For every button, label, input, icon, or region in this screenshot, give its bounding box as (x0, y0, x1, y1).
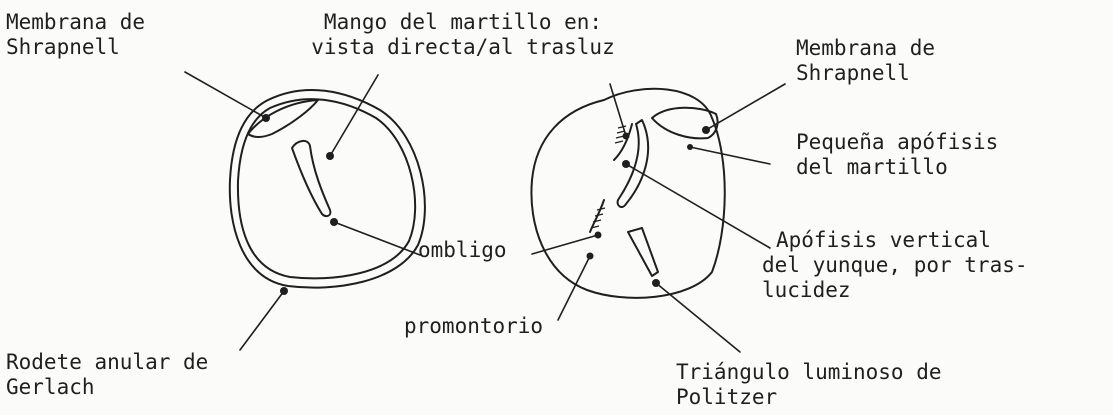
leader-ombligo-left (333, 221, 421, 256)
left-tympanic-outline-outer (228, 89, 426, 289)
leader-shrapnell-left (184, 71, 267, 119)
dot-ombligo-left (330, 218, 338, 226)
dot-mango (326, 152, 334, 160)
leader-mango-right (609, 83, 627, 137)
right-tympanic-outline (530, 87, 726, 299)
label-shrapnell-right-line1: Membrana de (796, 36, 936, 60)
label-shrapnell-right: Membrana de Shrapnell (796, 36, 935, 86)
label-rodete-line1: Rodete anular de (6, 350, 209, 374)
label-shrapnell-left-line1: Membrana de (6, 10, 146, 34)
left-malleus-handle (291, 140, 332, 218)
leader-triangulo (655, 282, 741, 353)
leader-rodete (239, 290, 285, 351)
dot-mango-right (622, 132, 630, 140)
dot-pequena (687, 144, 693, 150)
label-pequena-line2: del martillo (796, 155, 948, 179)
right-malleus-handle (616, 119, 650, 208)
label-triangulo-luminoso: Triángulo luminoso de Politzer (676, 360, 942, 410)
dot-ombligo-right (594, 231, 602, 239)
label-promontorio: promontorio (404, 314, 544, 338)
leader-promontorio (557, 255, 591, 321)
dot-triangulo (652, 279, 660, 287)
label-apofisis-line3: lucidez (762, 278, 851, 302)
label-pequena-line1: Pequeña apófisis (796, 130, 999, 154)
label-rodete-line2: Gerlach (6, 375, 95, 399)
right-shrapnell-membrane (651, 106, 719, 140)
leader-pequena (689, 146, 771, 165)
left-tympanic-outline-inner (236, 98, 417, 280)
label-mango: Mango del martillo en: vista directa/al … (258, 10, 668, 60)
label-apofisis-line1: Apófisis vertical (776, 228, 991, 252)
label-mango-line2: vista directa/al trasluz (311, 35, 615, 59)
dot-rodete (280, 287, 288, 295)
left-shrapnell-membrane (247, 99, 319, 138)
leader-ombligo-right (531, 234, 599, 255)
label-mango-line1: Mango del martillo en: (323, 10, 603, 34)
leader-shrapnell-right (705, 83, 786, 131)
dot-apofisis (622, 160, 630, 168)
label-triangulo-line2: Politzer (676, 385, 778, 409)
label-apofisis-vertical: Apófisis vertical del yunque, por tras- … (762, 228, 1028, 303)
label-rodete-anular: Rodete anular de Gerlach (6, 350, 208, 400)
label-shrapnell-right-line2: Shrapnell (796, 61, 910, 85)
label-shrapnell-left: Membrana de Shrapnell (6, 10, 145, 60)
leader-apofisis (625, 163, 771, 249)
label-triangulo-line1: Triángulo luminoso de (676, 360, 942, 384)
label-shrapnell-left-line2: Shrapnell (6, 35, 120, 59)
right-incus-process (613, 123, 633, 161)
dot-shrapnell-left (262, 114, 270, 122)
dot-shrapnell-right (702, 126, 710, 134)
dot-promontorio (586, 252, 594, 260)
label-apofisis-line2: del yunque, por tras- (762, 253, 1028, 277)
label-pequena-apofisis: Pequeña apófisis del martillo (796, 130, 998, 180)
right-light-triangle (627, 227, 659, 277)
label-ombligo: ombligo (418, 238, 507, 262)
right-umbo-hatch (589, 199, 605, 233)
leader-mango (329, 74, 379, 157)
